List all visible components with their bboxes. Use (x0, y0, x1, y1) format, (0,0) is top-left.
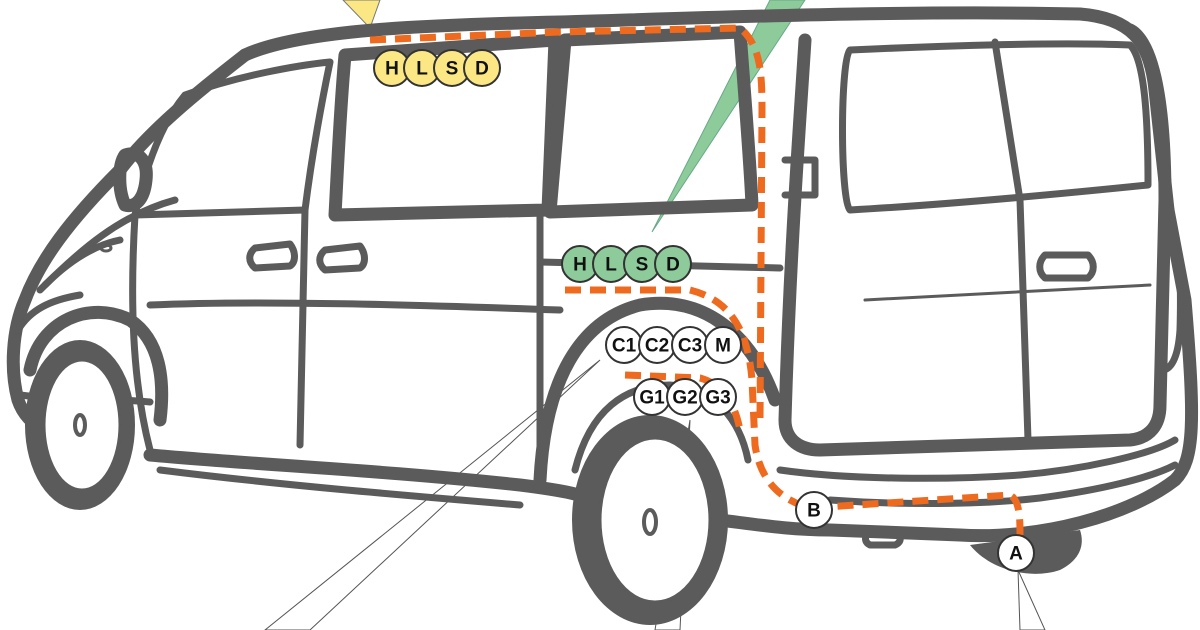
van-body (6, 6, 1199, 549)
badge-label: C3 (678, 336, 702, 357)
front-rim (42, 358, 122, 492)
badge-circle (997, 534, 1035, 572)
badge-circle (704, 326, 742, 364)
badge-circle (463, 49, 501, 87)
rear-a-callout-beam (1017, 569, 1046, 630)
badge-circle (795, 491, 833, 529)
badge-group-wheel-arch-upper: C1 C2 C3 M (605, 326, 742, 364)
rear-arch-inner (571, 381, 752, 474)
side-mirror (113, 147, 153, 213)
badge-label: D (666, 255, 680, 276)
route-side (565, 286, 1024, 536)
tailgate (778, 23, 1172, 457)
front-hub (73, 413, 87, 437)
badge-label: H (573, 255, 587, 276)
rear-handle (1036, 251, 1097, 282)
rear-quarter-handle (781, 156, 819, 199)
badge-label: M (715, 336, 731, 357)
badge-label: S (636, 255, 649, 276)
badge-group-wheel-arch-lower: G1 G2 G3 (633, 378, 737, 416)
rear-panel-line (863, 283, 1152, 302)
cab-window (131, 58, 334, 219)
rear-window (839, 40, 1152, 214)
roof-callout-beam (342, 0, 381, 29)
badge-label: L (416, 59, 428, 80)
badge-label: C1 (612, 336, 637, 357)
badge-label: D (475, 59, 489, 80)
badge-label: S (446, 59, 459, 80)
badge-label: H (385, 59, 399, 80)
rear-bumper (776, 436, 1179, 482)
headlight (41, 236, 124, 289)
side-rubstrip (146, 299, 564, 314)
badge-label: L (605, 255, 617, 276)
badge-label: G2 (672, 388, 697, 409)
front-wheel-arch (23, 305, 169, 427)
badge-label: C2 (645, 336, 669, 357)
badge-label: G1 (639, 388, 665, 409)
badge-label: B (807, 501, 821, 522)
route-roof (369, 24, 766, 421)
roof-line (238, 6, 1175, 217)
rear-hub (642, 508, 658, 536)
badge-circle (654, 245, 692, 283)
side-sill (143, 448, 607, 512)
tail-light (1158, 221, 1184, 374)
badge-group-rear-b: B (795, 491, 833, 529)
front-door (129, 206, 309, 454)
sliding-door-handle (316, 242, 368, 274)
rear-reflector (862, 526, 904, 549)
rear-lower (713, 203, 1199, 543)
sill-step (156, 466, 524, 509)
badge-label: A (1009, 544, 1023, 565)
front-door-handle (246, 240, 298, 272)
front-wheel (23, 305, 169, 510)
badge-circle (699, 378, 737, 416)
badge-label: G3 (705, 388, 730, 409)
side-window-rear (543, 25, 759, 219)
badge-group-rear-a: A (997, 534, 1035, 572)
side-callout-beam (651, 0, 806, 233)
rear-door-split (991, 38, 1032, 444)
